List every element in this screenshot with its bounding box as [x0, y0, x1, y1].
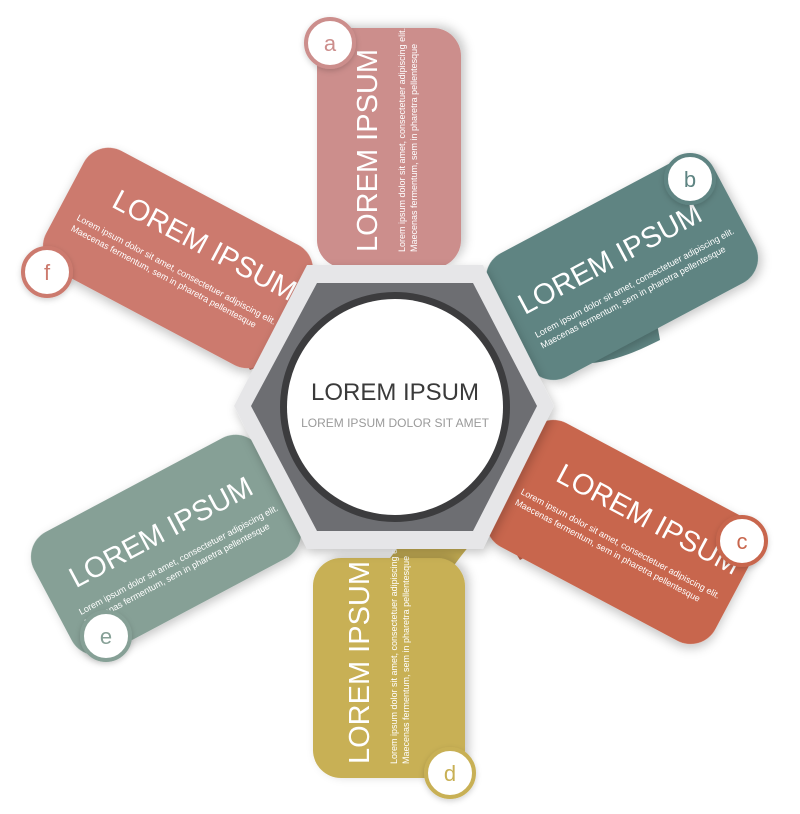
petal-c-card	[485, 419, 759, 645]
petal-e-card	[30, 434, 302, 656]
center-title: LOREM IPSUM	[311, 379, 479, 406]
badge-f-letter: f	[44, 260, 51, 285]
petal-f-card	[42, 147, 314, 369]
center-circle	[287, 299, 503, 515]
badge-d-circle	[424, 747, 476, 799]
petal-a-desc-line2: Maecenas fermentum, sem in pharetra pell…	[409, 44, 419, 252]
badge-a-circle	[304, 17, 356, 69]
petal-a-title: LOREM IPSUM	[352, 49, 384, 252]
badge-a[interactable]: a	[304, 17, 356, 69]
petal-a-card	[317, 28, 461, 268]
badge-c-letter: c	[737, 529, 748, 554]
petal-b-card	[485, 155, 759, 381]
petal-d-desc-line2: Maecenas fermentum, sem in pharetra pell…	[401, 556, 411, 764]
badge-d-letter: d	[444, 761, 456, 786]
center-hub: LOREM IPSUM LOREM IPSUM DOLOR SIT AMET	[234, 265, 554, 549]
badge-a-letter: a	[324, 31, 337, 56]
badge-b-letter: b	[684, 167, 696, 192]
badge-b-circle	[664, 153, 716, 205]
badge-e[interactable]: e	[80, 610, 132, 662]
badge-e-letter: e	[100, 624, 112, 649]
petal-d[interactable]: LOREM IPSUM Lorem ipsum dolor sit amet, …	[313, 540, 465, 778]
badge-d[interactable]: d	[424, 747, 476, 799]
petal-d-desc-line1: Lorem ipsum dolor sit amet, consectetuer…	[389, 540, 399, 764]
badge-e-circle	[80, 610, 132, 662]
petal-d-title: LOREM IPSUM	[344, 561, 376, 764]
petal-d-card	[313, 558, 465, 778]
badge-c-circle	[716, 515, 768, 567]
badge-c[interactable]: c	[716, 515, 768, 567]
badge-b[interactable]: b	[664, 153, 716, 205]
petal-a-desc-line1: Lorem ipsum dolor sit amet, consectetuer…	[397, 28, 407, 252]
center-subtitle: LOREM IPSUM DOLOR SIT AMET	[301, 416, 489, 430]
petal-a[interactable]: LOREM IPSUM Lorem ipsum dolor sit amet, …	[317, 28, 461, 268]
badge-f[interactable]: f	[21, 246, 73, 298]
badge-f-circle	[21, 246, 73, 298]
